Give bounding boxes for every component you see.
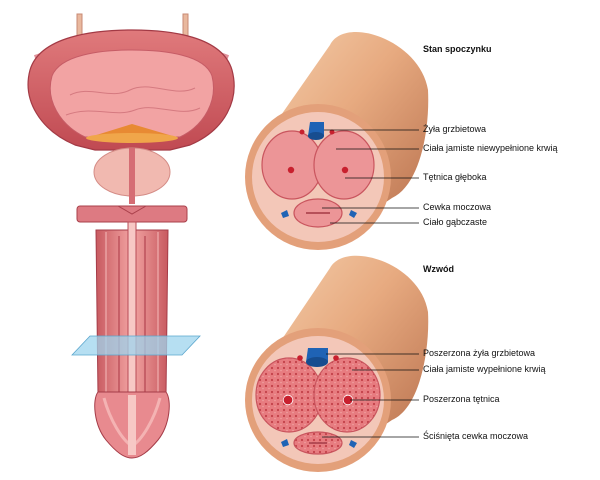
- label-dorsal-vein: Żyła grzbietowa: [423, 124, 487, 134]
- bladder-lumen: [49, 49, 214, 138]
- label-urethra: Cewka moczowa: [423, 202, 492, 212]
- label-corpora-empty: Ciała jamiste niewypełnione krwią: [423, 143, 558, 153]
- rest-state-title: Stan spoczynku: [423, 44, 492, 54]
- rest-dorsal-vein: [308, 122, 324, 136]
- rest-corpus-cavernosum-left: [261, 130, 323, 200]
- cross-section-plane: [71, 335, 201, 356]
- label-corpus-spongiosum: Ciało gąbczaste: [423, 217, 488, 227]
- erection-title: Wzwód: [423, 264, 454, 274]
- rest-deep-artery-right: [341, 166, 349, 174]
- longitudinal-section: [27, 13, 235, 459]
- rest-corpus-cavernosum-right: [313, 130, 375, 200]
- rest-cross-section: [245, 32, 429, 250]
- erect-artery-left: [282, 394, 294, 406]
- erect-cross-section: [245, 255, 429, 472]
- label-compressed-urethra: Ściśnięta cewka moczowa: [423, 431, 529, 441]
- label-corpora-filled: Ciała jamiste wypełnione krwią: [423, 364, 546, 374]
- label-dilated-dorsal-vein: Poszerzona żyła grzbietowa: [423, 348, 536, 358]
- rest-deep-artery-left: [287, 166, 295, 174]
- label-dilated-artery: Poszerzona tętnica: [423, 394, 500, 404]
- label-deep-artery: Tętnica głęboka: [423, 172, 487, 182]
